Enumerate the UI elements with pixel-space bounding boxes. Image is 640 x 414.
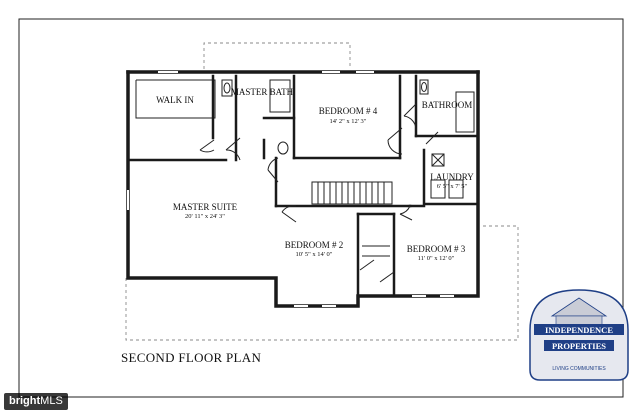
- door-swings: [199, 103, 439, 283]
- room-dims-bedroom-2: 10' 5" x 14' 0": [296, 251, 333, 258]
- company-logo: INDEPENDENCE PROPERTIES LIVING COMMUNITI…: [529, 289, 629, 381]
- room-dims-bedroom-4: 14' 2" x 12' 3": [330, 118, 367, 125]
- room-label-bedroom-3: BEDROOM # 3: [407, 244, 466, 254]
- windows: [127, 71, 454, 307]
- room-label-master-bath: MASTER BATH: [231, 87, 294, 97]
- room-label-walk-in: WALK IN: [156, 95, 194, 105]
- room-label-bathroom: BATHROOM: [422, 100, 473, 110]
- room-label-laundry: LAUNDRY: [430, 172, 474, 182]
- room-dims-master-suite: 20' 11" x 24' 3": [185, 213, 225, 220]
- logo-line-2: PROPERTIES: [552, 341, 606, 351]
- logo-line-1: INDEPENDENCE: [545, 325, 613, 335]
- watermark-bold: bright: [9, 395, 41, 407]
- exterior-walls: [126, 70, 480, 308]
- sheet-border: [18, 18, 624, 398]
- fixtures: [221, 79, 475, 199]
- staircase: [311, 181, 393, 205]
- logo-line-3: LIVING COMMUNITIES: [552, 366, 606, 372]
- room-label-bedroom-4: BEDROOM # 4: [319, 106, 378, 116]
- listing-watermark: brightMLS: [4, 393, 68, 410]
- room-label-master-suite: MASTER SUITE: [173, 202, 238, 212]
- roof-outline: [125, 42, 519, 341]
- room-dims-bedroom-3: 11' 0" x 12' 0": [418, 255, 455, 262]
- room-label-bedroom-2: BEDROOM # 2: [285, 240, 344, 250]
- room-dims-laundry: 6' 5" x 7' 5": [437, 183, 468, 190]
- watermark-light: MLS: [40, 395, 63, 407]
- plan-title: SECOND FLOOR PLAN: [121, 350, 261, 365]
